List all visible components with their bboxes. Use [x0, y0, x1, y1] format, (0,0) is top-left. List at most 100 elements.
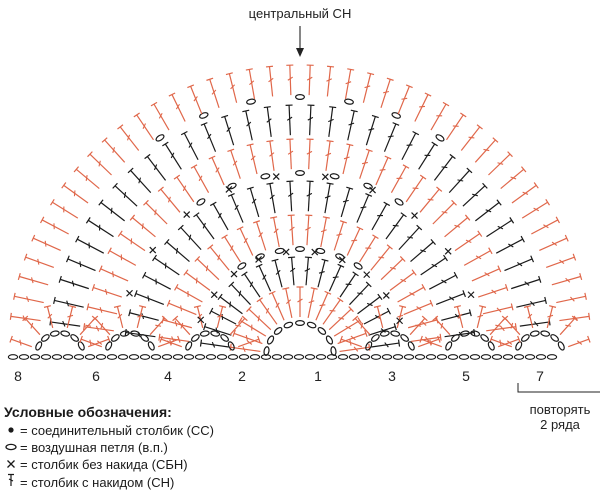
repeat-bracket	[517, 383, 600, 393]
row8-dc-bar	[364, 85, 371, 89]
edge-dc-fan	[376, 306, 384, 329]
row1-chain	[263, 346, 270, 357]
row7-dc	[504, 258, 533, 272]
base-chain	[392, 354, 404, 360]
row2-dc-bar	[242, 346, 246, 353]
row4-dc-top	[270, 216, 278, 219]
row7-dc	[516, 299, 546, 308]
row8-dc	[556, 295, 586, 304]
edge-dc-fan	[417, 338, 440, 348]
row6-dc-top	[143, 199, 149, 206]
row4-dc-bar	[336, 233, 343, 236]
row7-dc-bar	[387, 135, 394, 138]
row5-dc	[249, 187, 260, 218]
row7-dc-bar	[472, 193, 478, 197]
row7-dc-bar	[153, 164, 158, 171]
row8-dc-top	[9, 312, 12, 320]
row7-dc	[347, 110, 355, 141]
edge-dc-fan	[229, 317, 246, 336]
row4-dc-bar	[351, 239, 358, 242]
row8-dc-bar	[268, 77, 274, 83]
row2-dc-bar	[345, 325, 352, 330]
row8-dc-bar	[497, 162, 504, 165]
row1-chain	[266, 335, 275, 345]
edge-dc-fan-top	[69, 305, 77, 308]
row8-dc	[104, 139, 126, 163]
row3-dc	[317, 260, 326, 288]
row8-dc	[551, 275, 581, 286]
row7-chain-loop	[295, 93, 306, 100]
row5-dc-top	[468, 309, 472, 317]
row6-dc-bar	[361, 161, 368, 165]
row2-dc	[271, 292, 285, 321]
row8-dc-top	[326, 65, 335, 68]
row4-dc-bar	[205, 265, 209, 272]
row4-dc	[239, 228, 254, 256]
row4-dc-top	[356, 226, 364, 231]
row8-dc-top	[265, 65, 274, 68]
row8-dc	[119, 126, 140, 151]
row7-dc	[475, 202, 500, 222]
row7-dc-top	[371, 114, 379, 119]
row6-dc-top	[514, 323, 517, 331]
row6-dc-top	[86, 303, 90, 311]
edge-dc-fan-bar	[360, 322, 364, 329]
row6-dc-bar	[198, 175, 203, 182]
row5-dc-bar	[269, 194, 275, 200]
row7-dc-bar	[71, 280, 75, 287]
row4-dc	[224, 236, 242, 263]
row2-dc-top	[268, 290, 276, 295]
row8-dc	[380, 79, 391, 109]
base-chain	[128, 354, 140, 360]
edge-dc-fan-top	[219, 305, 227, 308]
row7-dc-bar	[246, 121, 252, 127]
row6-dc-bar	[269, 152, 275, 157]
chain-icon	[4, 439, 18, 456]
row6-dc	[269, 141, 275, 171]
legend-item-double-crochet: = столбик с накидом (СН)	[4, 473, 214, 491]
row8-dc-bar	[26, 296, 30, 303]
row8-dc-top	[61, 182, 67, 189]
row5-dc	[166, 241, 190, 263]
edge-dc-fan	[196, 306, 204, 329]
edge-chain-arc	[119, 330, 130, 337]
row6-dc-top	[266, 140, 274, 143]
row7-dc-bar	[170, 152, 175, 159]
edge-chain-arc	[379, 330, 390, 337]
row-number-6: 6	[92, 368, 100, 384]
edge-dc-fan	[476, 306, 484, 329]
row4-dc-bar	[378, 256, 385, 259]
row3-dc-top	[352, 271, 359, 277]
row7-dc	[383, 123, 397, 152]
row7-dc-bar	[441, 166, 448, 169]
row5-dc-bar	[234, 204, 239, 211]
edge-dc-fan-top	[437, 335, 441, 343]
row8-dc-top	[150, 101, 158, 107]
row3-dc-bar	[384, 342, 389, 348]
row4-dc	[410, 336, 441, 343]
row6-dc	[109, 250, 137, 266]
row6-dc	[325, 141, 331, 171]
base-chain	[18, 354, 30, 360]
edge-dc-fan	[216, 306, 224, 329]
row7-dc	[224, 116, 235, 146]
row6-dc	[342, 144, 351, 175]
edge-dc-fan-bar	[100, 322, 104, 329]
row7-dc-bar	[328, 118, 334, 123]
row4-dc-top	[399, 256, 406, 262]
row6-dc-top	[190, 164, 198, 169]
base-chain	[480, 354, 492, 360]
row5-dc-top	[164, 238, 170, 246]
row5-dc-bar	[306, 192, 313, 197]
row8-dc-top	[13, 292, 16, 300]
row5-dc-top	[266, 182, 274, 185]
row2-dc-top	[237, 317, 243, 324]
edge-chain-arc	[365, 341, 373, 351]
row5-dc-bar	[324, 195, 331, 199]
row6-dc	[289, 139, 292, 170]
edge-dc-fan	[79, 317, 96, 336]
row6-dc	[193, 166, 210, 194]
row6-dc-bar	[465, 239, 472, 244]
row4-dc	[306, 215, 310, 246]
row4-dc-bar	[289, 226, 295, 231]
